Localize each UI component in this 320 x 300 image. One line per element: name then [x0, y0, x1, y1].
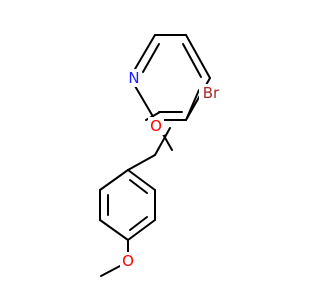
- bond-b3-b4-inner: [129, 216, 148, 231]
- bond-c5-c4: [185, 34, 211, 79]
- atom-methoxy-oxygen: O: [120, 252, 136, 270]
- bond-ch2-aryl: [127, 154, 156, 171]
- benzene-ring: [99, 169, 156, 241]
- molecule-structure: N Br O O: [99, 34, 223, 277]
- atom-bromine: Br: [199, 84, 223, 102]
- pyridine-ring: [134, 34, 211, 121]
- bond-c3-br: [185, 89, 200, 121]
- bond-o-ch2-main: [154, 127, 171, 156]
- nitrogen-label: N: [128, 69, 139, 87]
- bond-b6-b1: [99, 169, 129, 191]
- bond-n-c6: [134, 34, 156, 70]
- bond-n-c6-inner: [142, 43, 160, 73]
- bond-b3-b4: [127, 219, 156, 241]
- bond-c2-n: [134, 85, 156, 121]
- atom-ether-oxygen: O: [148, 117, 164, 135]
- ether-oxygen-label: O: [150, 117, 162, 135]
- bond-b4-b5: [99, 219, 129, 241]
- atom-nitrogen: N: [126, 69, 142, 87]
- methoxy-oxygen-label: O: [122, 252, 134, 270]
- bond-o-ch3: [100, 265, 121, 277]
- bond-c5-c4-inner: [182, 43, 202, 78]
- bond-b1-b2-inner: [129, 179, 148, 194]
- bromine-label: Br: [203, 84, 220, 102]
- bond-b1-b2: [127, 169, 156, 191]
